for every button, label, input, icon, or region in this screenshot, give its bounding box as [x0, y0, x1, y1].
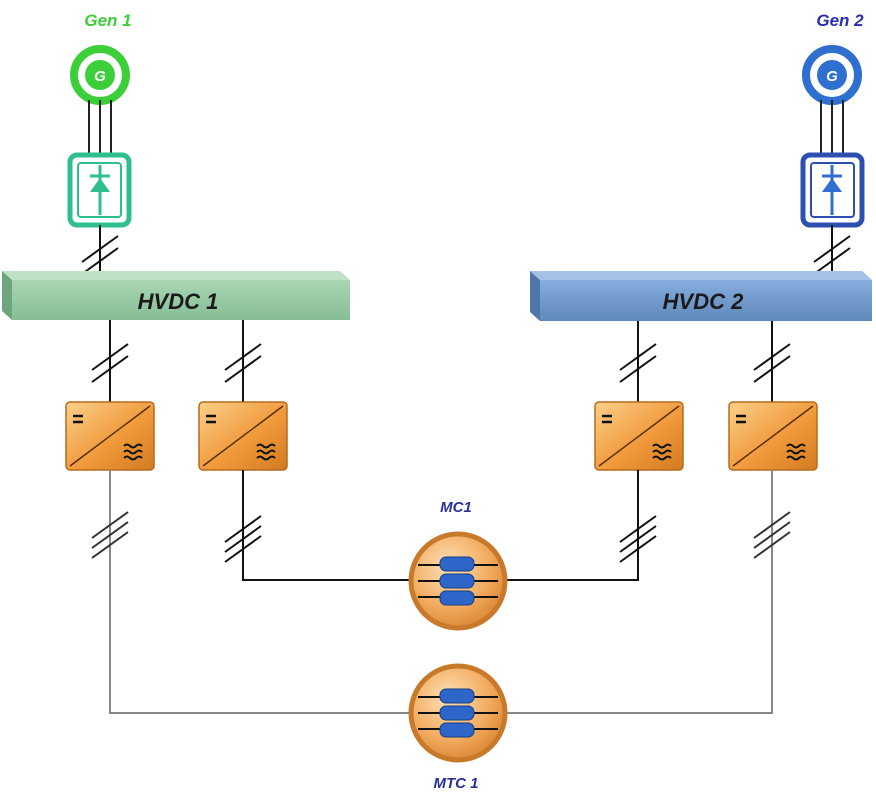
gen-2-label: Gen 2	[816, 11, 864, 30]
dc-links	[91, 320, 791, 402]
gen-2-symbol: G	[826, 68, 838, 85]
generator-2: Gen 2 G	[800, 11, 865, 280]
mtc-lower: MTC 1	[408, 663, 508, 792]
hvdc-bus-2: HVDC 2	[530, 271, 872, 321]
gen-1-label: Gen 1	[84, 11, 131, 30]
mtc-1-label: MTC 1	[434, 775, 479, 792]
converter-1-icon	[65, 401, 155, 471]
gen-1-symbol: G	[94, 68, 106, 85]
hvdc-bus-1: HVDC 1	[2, 271, 350, 320]
mtc-upper: MC1	[408, 499, 508, 631]
converter-3-icon	[594, 401, 684, 471]
converter-4-icon	[728, 401, 818, 471]
converter-2-icon	[198, 401, 288, 471]
mc1-label: MC1	[440, 499, 472, 516]
ac-line-outer	[91, 470, 791, 714]
hvdc-2-label: HVDC 2	[663, 289, 744, 314]
generator-1-core	[85, 60, 115, 90]
generator-2-core	[817, 60, 847, 90]
hvdc-1-label: HVDC 1	[138, 289, 219, 314]
generator-1: Gen 1 G	[67, 11, 132, 280]
ac-line-inner	[224, 470, 657, 581]
